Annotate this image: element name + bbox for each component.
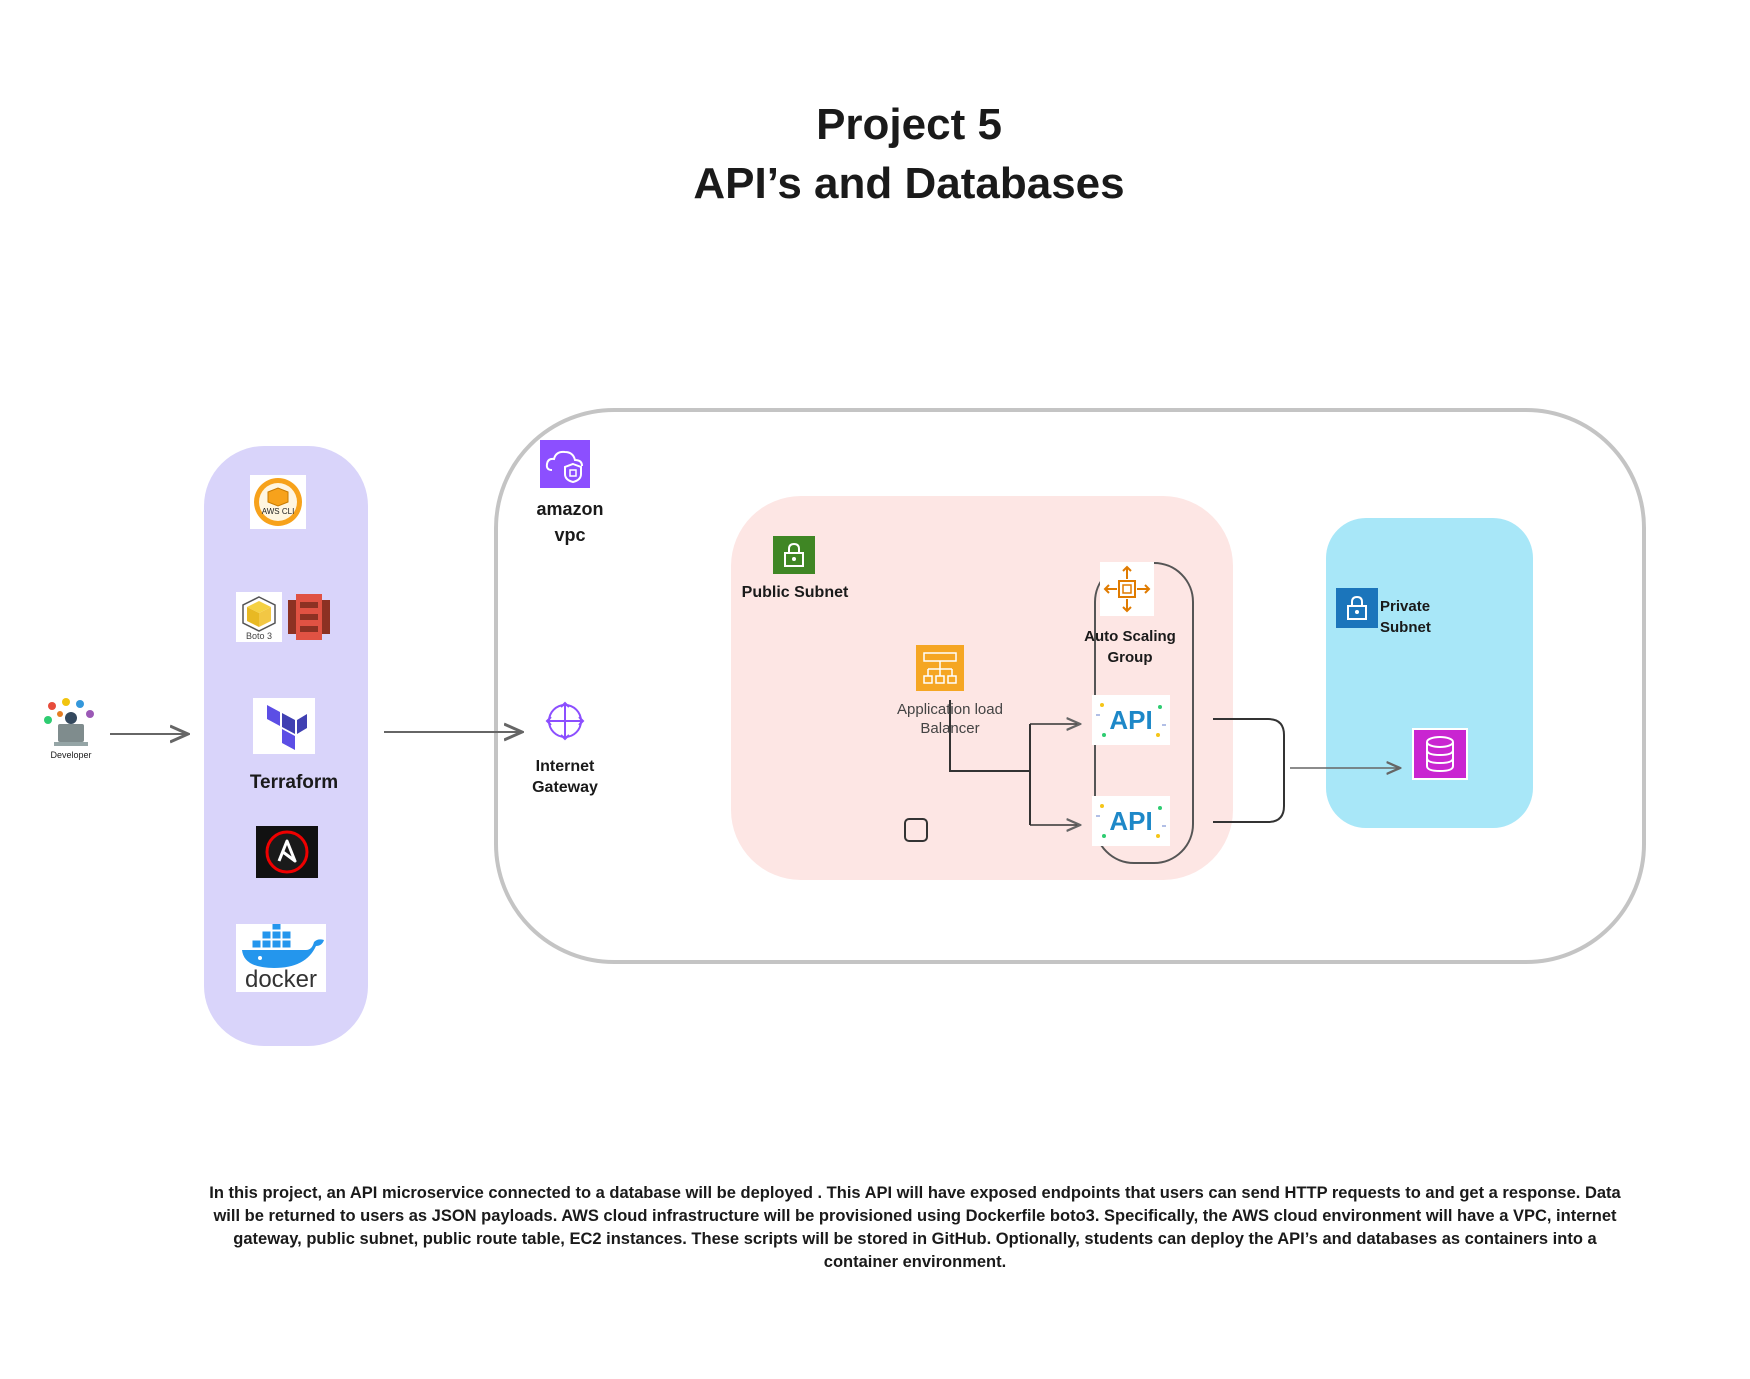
alb-label-line1: Application load <box>897 701 1003 718</box>
boto3-text: Boto 3 <box>246 631 272 641</box>
developer-icon <box>40 694 100 754</box>
private-subnet-label-line1: Private <box>1380 598 1431 615</box>
vpc-icon <box>540 440 590 488</box>
boto3-icon: Boto 3 <box>236 592 282 642</box>
vpc-label: amazon vpc <box>520 496 620 548</box>
vpc-label-line2: vpc <box>554 525 586 545</box>
auto-scaling-icon <box>1100 562 1154 616</box>
page-title: Project 5 <box>816 100 1002 149</box>
s3-bucket-icon <box>286 592 332 642</box>
public-subnet-lock-icon <box>773 536 815 574</box>
terraform-icon <box>253 698 315 754</box>
internet-gateway-label: Internet Gateway <box>510 756 620 798</box>
private-subnet-label: Private Subnet <box>1380 596 1460 638</box>
api-instance-1: API <box>1092 695 1170 745</box>
project-description: In this project, an API microservice con… <box>209 1184 1621 1271</box>
api-text-1: API <box>1109 705 1152 735</box>
docker-icon: docker <box>236 924 326 992</box>
internet-gateway-icon <box>544 700 586 742</box>
public-subnet-label: Public Subnet <box>741 584 849 601</box>
alb-label-line2: Balancer <box>920 720 980 737</box>
terraform-label: Terraform <box>249 772 339 793</box>
page-subtitle: API’s and Databases <box>693 159 1125 208</box>
ansible-icon <box>256 826 318 878</box>
api-instance-2: API <box>1092 796 1170 846</box>
aws-cli-icon: AWS CLI <box>250 475 306 529</box>
igw-label-line2: Gateway <box>532 779 598 796</box>
developer-label: Developer <box>50 750 92 760</box>
api-text-2: API <box>1109 806 1152 836</box>
load-balancer-icon <box>916 645 964 691</box>
private-subnet-lock-icon <box>1336 588 1378 628</box>
asg-to-db-bracket <box>1213 718 1285 823</box>
vpc-label-line1: amazon <box>536 499 604 519</box>
alb-to-targets-line <box>949 700 1030 772</box>
auto-scaling-label: Auto Scaling Group <box>1080 626 1180 668</box>
asg-label-line1: Auto Scaling <box>1084 628 1176 645</box>
database-icon <box>1412 728 1468 780</box>
aws-cli-text: AWS CLI <box>262 507 295 516</box>
igw-label-line1: Internet <box>535 758 595 775</box>
private-subnet-label-line2: Subnet <box>1380 619 1431 636</box>
placeholder-square <box>904 818 928 842</box>
load-balancer-label: Application load Balancer <box>880 700 1020 738</box>
docker-text: docker <box>244 966 318 993</box>
asg-label-line2: Group <box>1107 649 1153 666</box>
